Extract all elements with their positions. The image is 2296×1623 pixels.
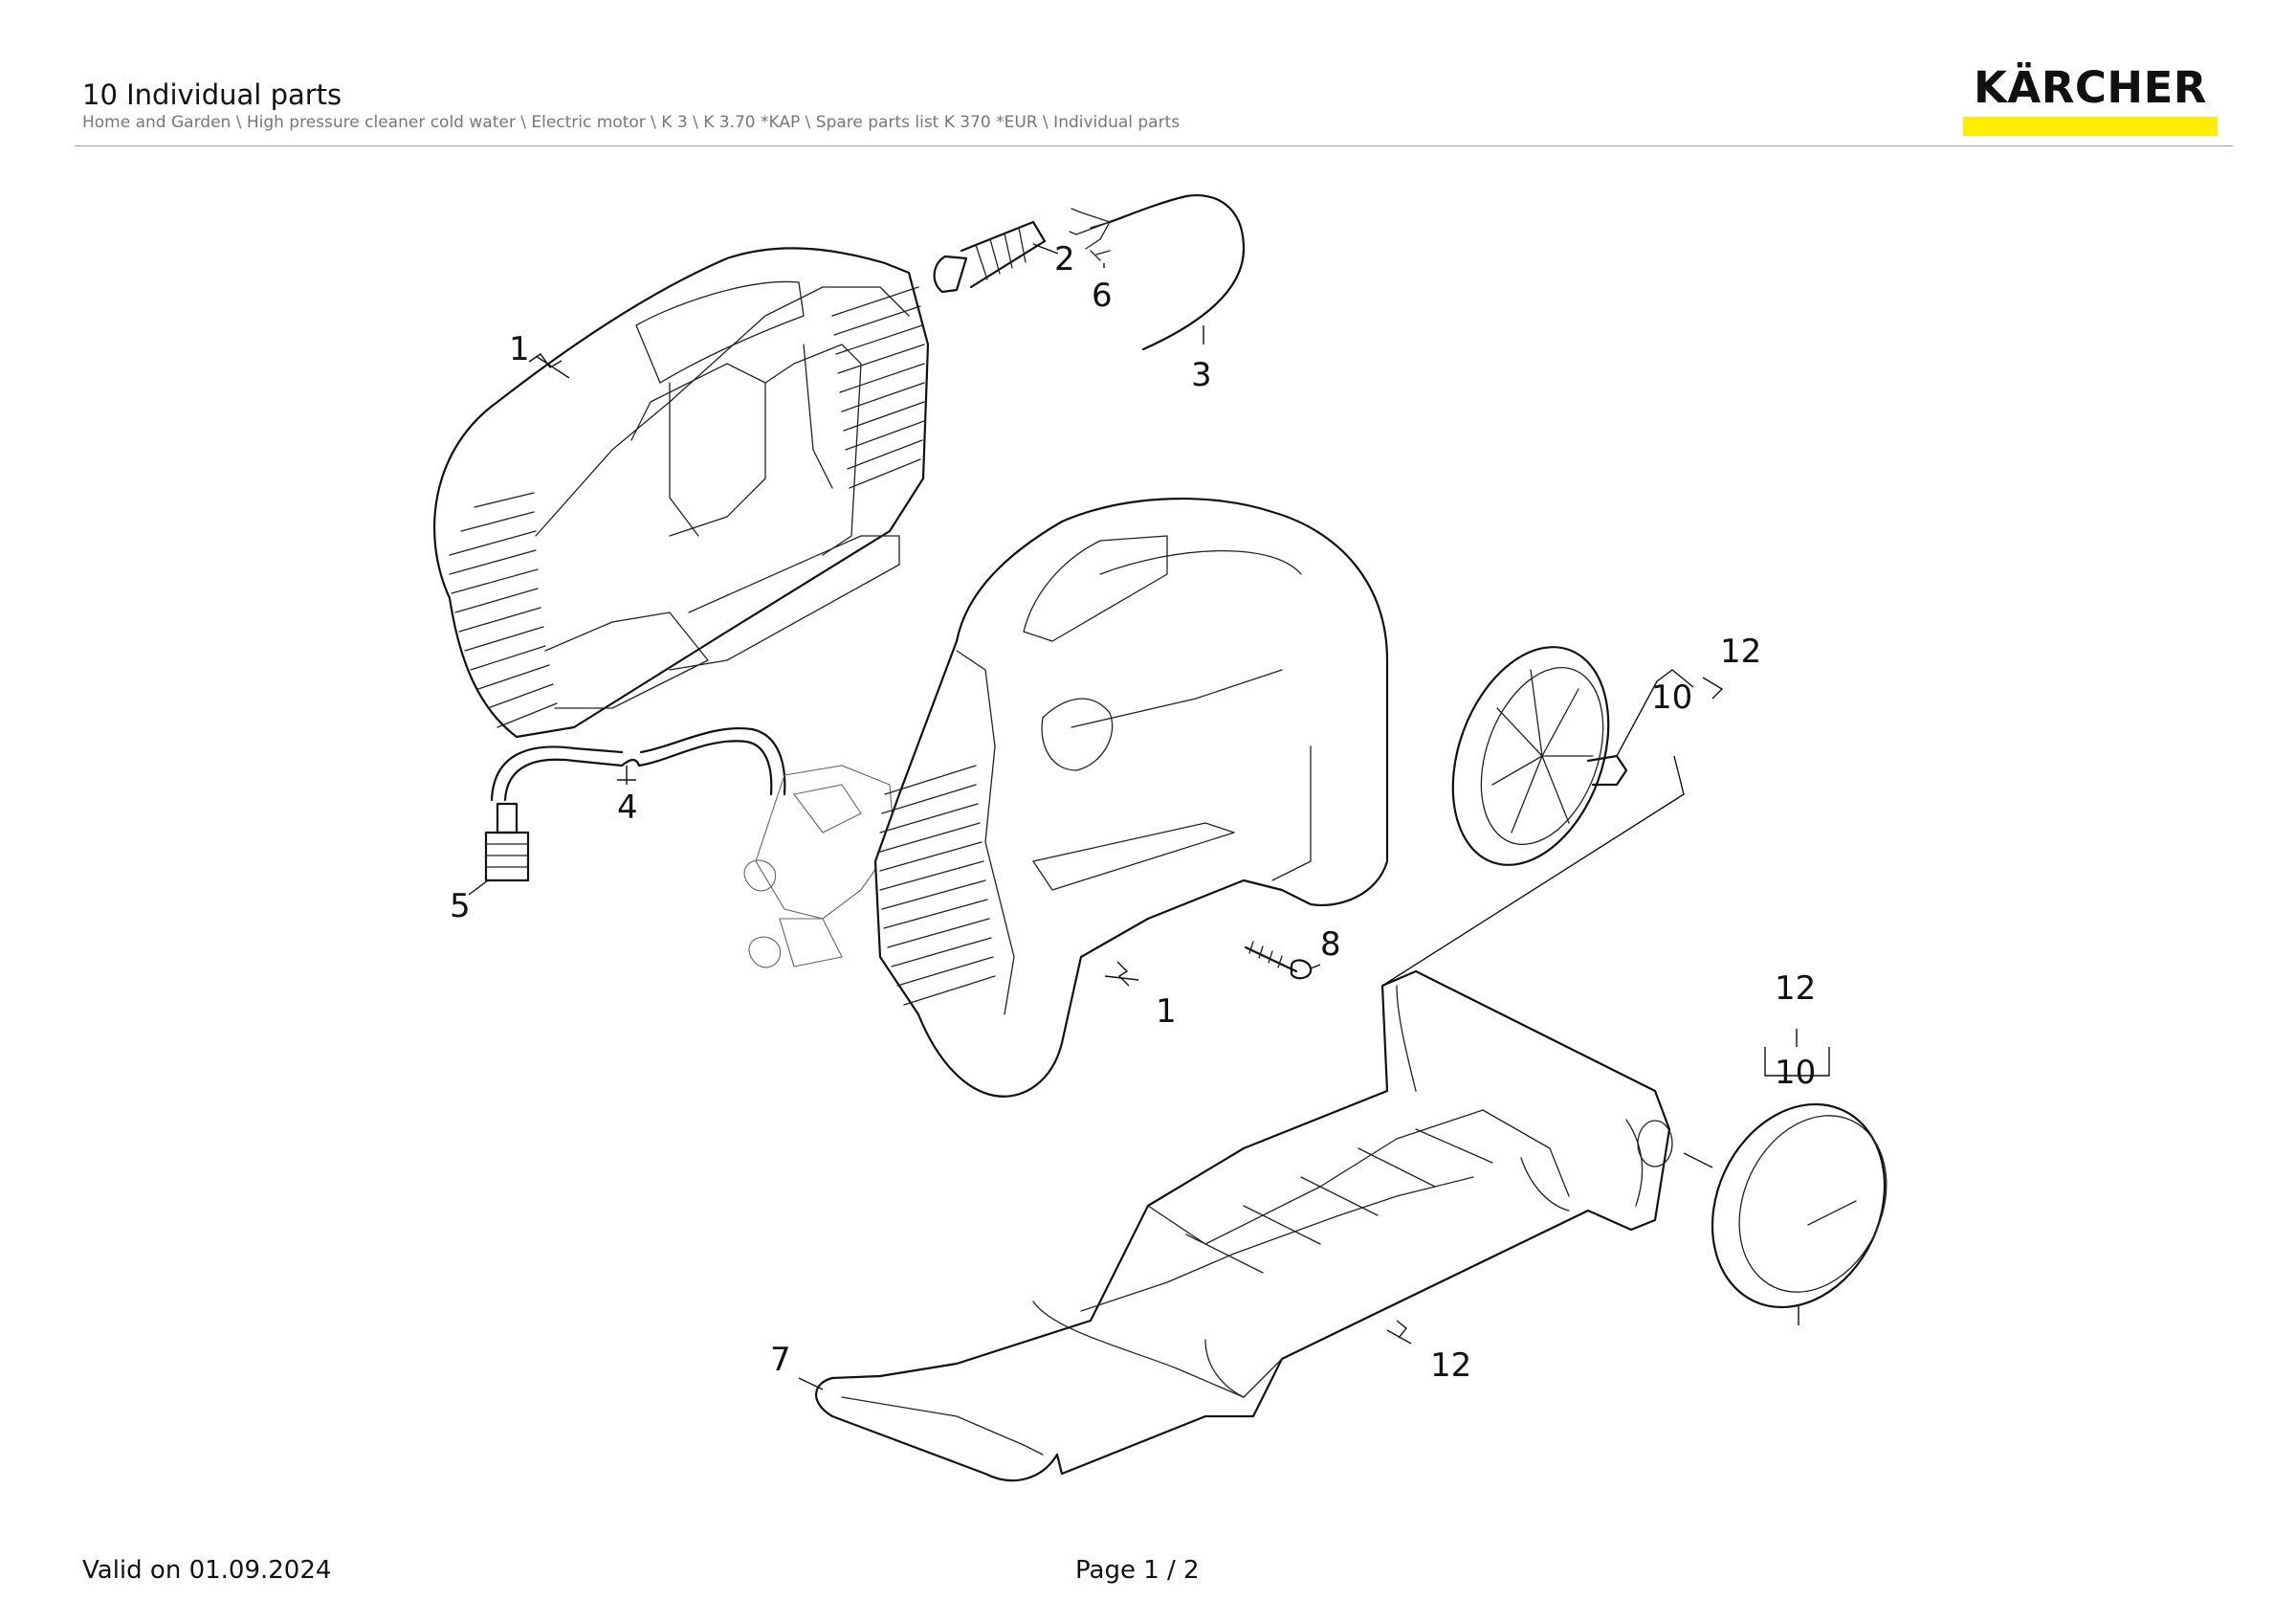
callout-6: 6 [1092,277,1113,315]
callout-4: 4 [617,789,638,827]
callout-8: 8 [1320,925,1341,964]
screw-part [1244,941,1313,980]
callout-7: 7 [770,1341,791,1379]
callout-labels: 1 2 6 3 4 5 8 1 12 10 12 10 7 12 [450,240,1816,1385]
callout-10-rear: 10 [1651,678,1692,717]
callout-1-rear: 1 [509,330,530,368]
housing-rear-grille [449,286,925,728]
callout-2: 2 [1054,240,1075,278]
logo-accent-bar [1963,117,2218,136]
callout-1-front: 1 [1156,992,1177,1031]
page-title: 10 Individual parts [82,78,342,111]
karcher-logo: KÄRCHER [1963,63,2218,136]
wheel-rear-part [1451,646,1628,866]
hose-part [490,726,786,802]
callout-12-front: 12 [1775,969,1816,1008]
breadcrumb: Home and Garden \ High pressure cleaner … [82,113,1181,132]
page-number: Page 1 / 2 [1075,1556,1200,1585]
callout-12-base: 12 [1430,1346,1471,1385]
callout-12-rear: 12 [1720,633,1761,671]
pump-assembly [743,765,895,968]
wheel-front-part [1711,1102,1888,1309]
filter-part [484,802,530,882]
callout-10-front: 10 [1775,1054,1816,1092]
base-frame-part [815,969,1673,1482]
housing-front-part [873,497,1389,1098]
callout-3: 3 [1191,356,1212,394]
callout-5: 5 [450,887,471,925]
housing-rear-part [433,247,930,739]
cable-part [1069,194,1246,351]
leader-lines [468,243,1830,1390]
header-divider [75,145,2233,146]
valid-date: Valid on 01.09.2024 [82,1556,332,1585]
terminal-part [1090,250,1111,261]
housing-front-grille [879,765,996,1006]
logo-wordmark: KÄRCHER [1974,62,2207,113]
connector-part [933,220,1047,294]
